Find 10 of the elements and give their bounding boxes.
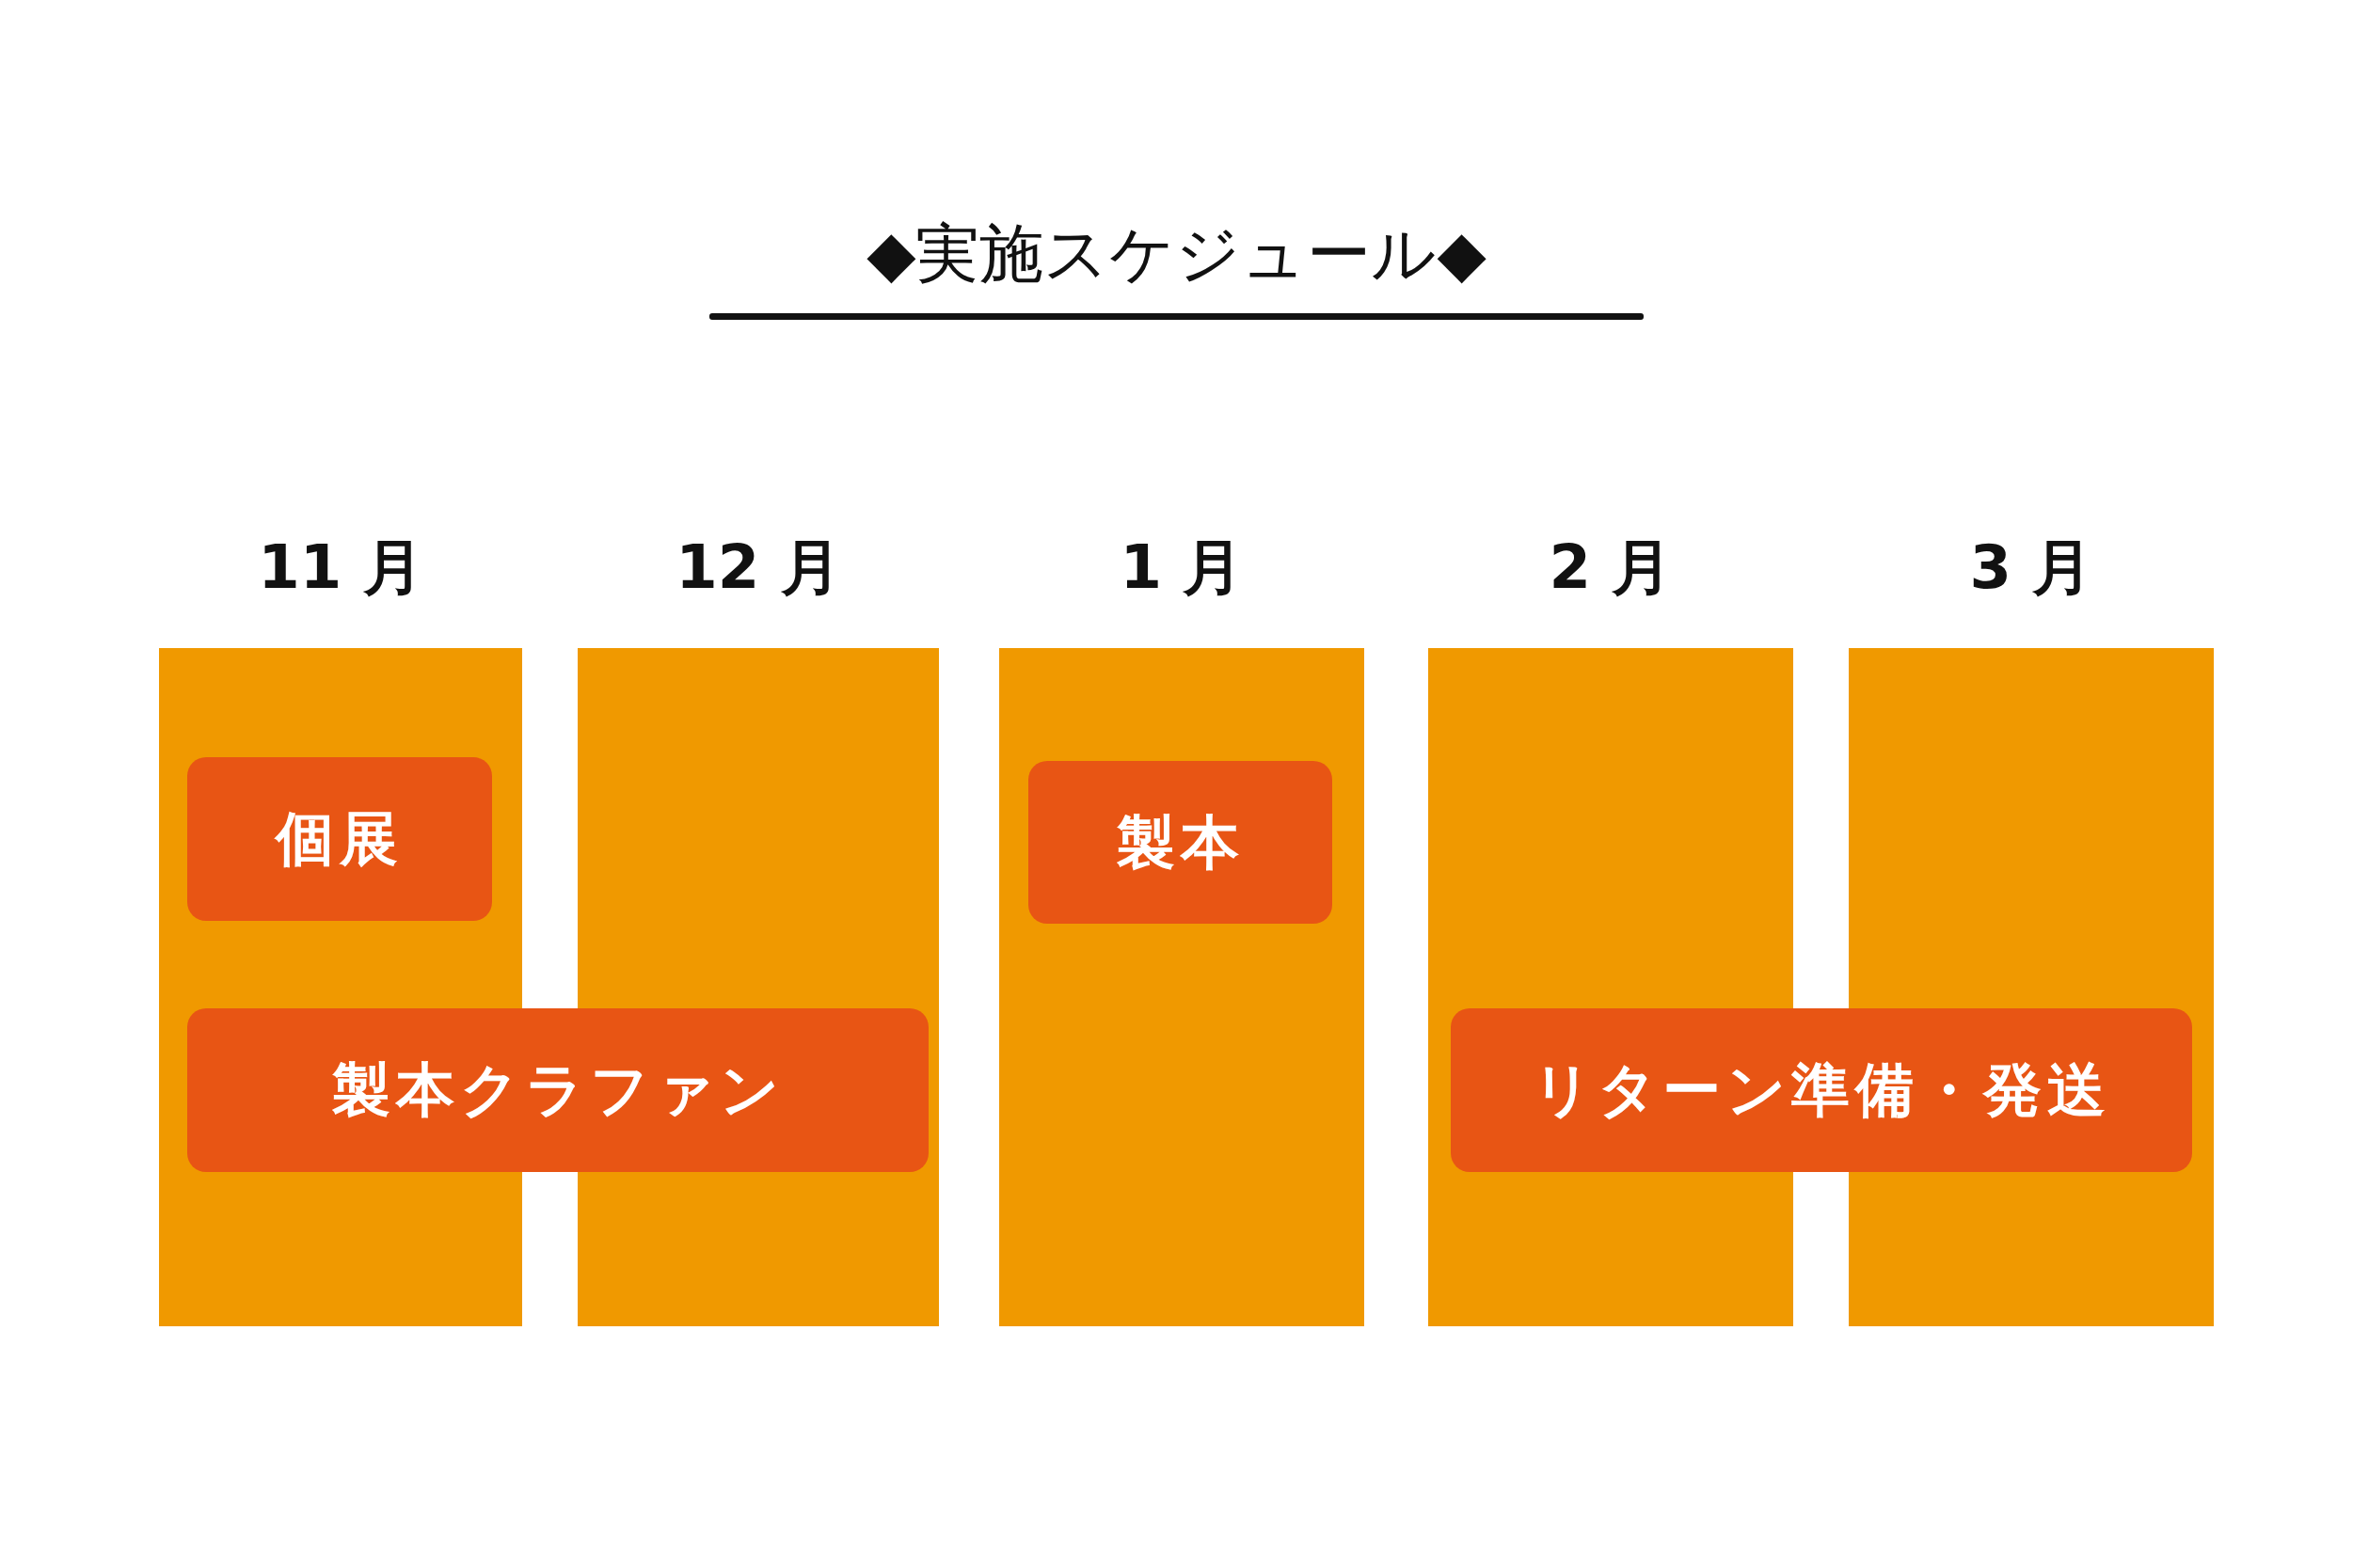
month-heading: 12 月 [675, 531, 842, 604]
task-bar: リターン準備・発送 [1451, 1008, 2192, 1172]
task-bar: 製本 [1028, 761, 1332, 924]
task-bar: 個展 [187, 757, 492, 921]
month-heading: 11 月 [257, 531, 424, 604]
month-heading: 2 月 [1548, 531, 1674, 604]
schedule-title: ◆実施スケジュール◆ [866, 215, 1487, 293]
task-bar: 製本クラファン [187, 1008, 929, 1172]
month-heading: 1 月 [1119, 531, 1245, 604]
month-heading: 3 月 [1968, 531, 2094, 604]
